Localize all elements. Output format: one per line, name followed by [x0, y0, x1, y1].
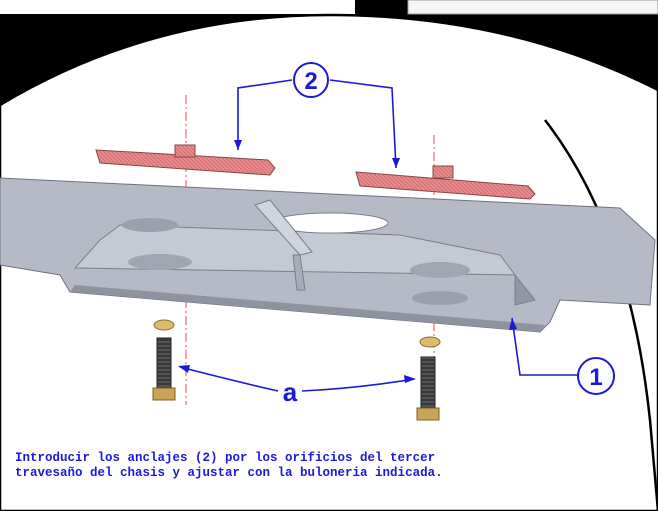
anchor-plate-left — [95, 144, 276, 176]
instruction-caption: Introducir los anclajes (2) por los orif… — [15, 451, 635, 481]
callout-crossmember-circle — [577, 357, 615, 395]
callout-anchors-leaders — [237, 79, 397, 169]
callout-crossmember-leader — [511, 317, 578, 376]
arrow-head-icon — [392, 158, 400, 168]
bolt-right — [416, 356, 440, 421]
anchor-plate-right — [355, 165, 536, 200]
arrow-head-icon — [234, 140, 242, 150]
washer-right — [419, 336, 441, 348]
callout-anchors-number: 2 — [304, 68, 317, 95]
bolt-left — [152, 337, 176, 401]
callout-anchors-circle — [293, 62, 329, 98]
callout-bolts-leaders — [179, 366, 415, 392]
caption-line-1: Introducir los anclajes (2) por los orif… — [15, 451, 436, 465]
arrow-head-icon — [404, 375, 416, 383]
callout-crossmember-number: 1 — [589, 364, 602, 391]
top-left-panel — [0, 0, 355, 14]
top-right-panel — [407, 0, 658, 15]
chassis-crossmember — [0, 177, 656, 333]
callout-bolts-letter: a — [283, 377, 298, 407]
arrow-head-icon — [509, 318, 517, 330]
arrow-head-icon — [178, 365, 190, 373]
washer-left — [153, 319, 175, 331]
caption-line-2: travesaño del chasis y ajustar con la bu… — [15, 466, 443, 480]
